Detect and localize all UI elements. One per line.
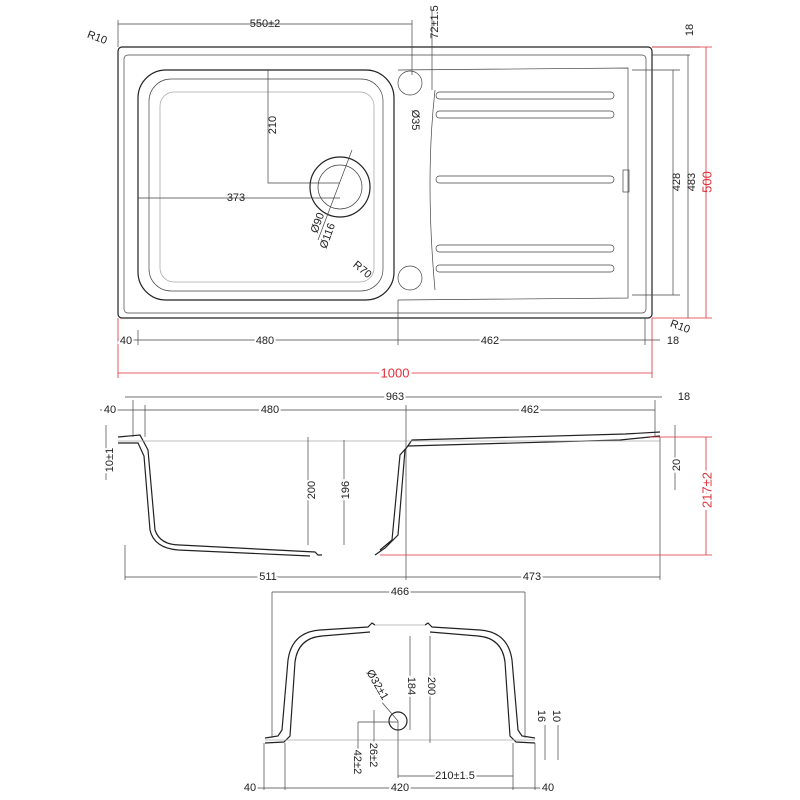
dim-hole-32: Ø32±1 [364, 668, 391, 703]
dim-200: 200 [306, 481, 318, 499]
front-view: 466 184 200 Ø32±1 16 10 42±2 26±2 210±1.… [242, 584, 562, 796]
dim-550: 550±2 [250, 18, 281, 30]
drain-outer [309, 156, 371, 218]
dim-428: 428 [671, 173, 683, 191]
bowl-outer [137, 69, 395, 301]
top-view: 550±2 72±1.5 18 R10 R10 210 373 Ø35 Ø90 … [85, 5, 714, 383]
dim-40: 40 [120, 335, 132, 347]
drainer-area [397, 67, 629, 301]
dim-196: 196 [340, 481, 352, 499]
dim-18-bottom: 18 [667, 335, 679, 347]
dim-500: 500 [699, 171, 714, 193]
overflow-hole-bottom [397, 265, 423, 291]
side-view: 963 40 480 462 18 10±1 200 196 20 217±2 … [100, 389, 717, 585]
dim-473: 473 [523, 571, 541, 583]
dim-40: 40 [104, 404, 116, 416]
dim-210: 210±1.5 [435, 770, 475, 782]
dim-40-right: 40 [542, 782, 554, 794]
drain-inner [317, 164, 363, 210]
dim-210: 210 [267, 116, 279, 134]
dim-466: 466 [391, 586, 409, 598]
dim-420: 420 [391, 782, 409, 794]
dim-184: 184 [405, 677, 417, 695]
dim-20: 20 [671, 459, 683, 471]
dim-40-left: 40 [244, 782, 256, 794]
dim-483: 483 [686, 173, 698, 191]
dim-16: 16 [535, 710, 547, 722]
dim-18: 18 [678, 391, 690, 403]
handle-slot [622, 169, 630, 193]
dim-217: 217±2 [699, 472, 714, 508]
dim-200: 200 [425, 677, 437, 695]
sink-outline [117, 46, 653, 319]
sink-rim [123, 54, 647, 314]
dim-1000: 1000 [381, 365, 410, 380]
bowl-inner [148, 78, 384, 292]
dim-18-top: 18 [684, 24, 696, 36]
overflow-hole-top [397, 70, 423, 96]
dim-462: 462 [481, 335, 499, 347]
dim-511: 511 [259, 571, 277, 583]
dim-r10-top: R10 [85, 29, 108, 47]
dim-26: 26±2 [367, 743, 379, 767]
dim-42: 42±2 [351, 750, 363, 774]
dim-480: 480 [261, 404, 279, 416]
dim-963: 963 [386, 391, 404, 403]
dim-overflow: Ø35 [409, 110, 421, 131]
dim-10: 10 [550, 710, 562, 722]
dim-r10-bottom: R10 [668, 318, 691, 336]
dim-480: 480 [256, 335, 274, 347]
dim-373: 373 [227, 192, 245, 204]
dim-72: 72±1.5 [429, 5, 441, 39]
drainer-ribs [435, 91, 615, 273]
dim-10: 10±1 [104, 448, 116, 472]
dim-462: 462 [521, 404, 539, 416]
